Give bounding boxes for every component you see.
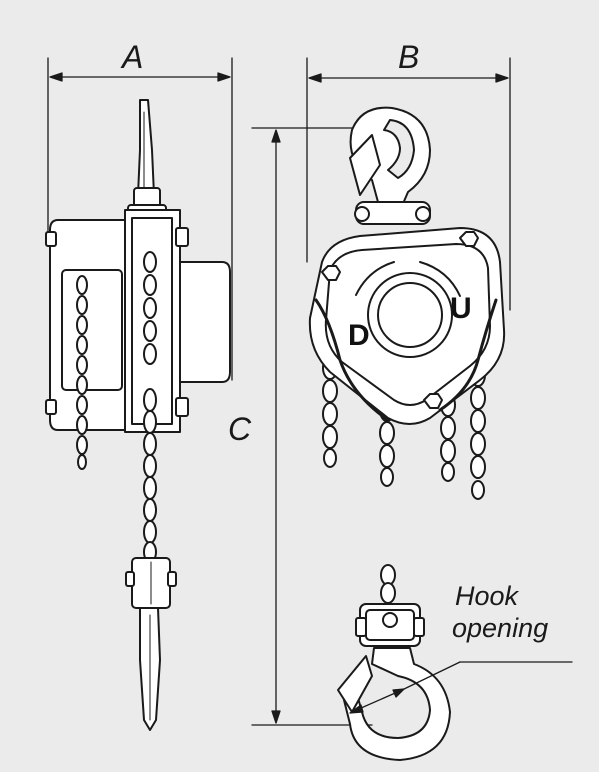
down-mark: D xyxy=(348,319,370,352)
side-load-chain xyxy=(143,388,157,563)
front-view-hoist: D U xyxy=(308,106,506,500)
side-center-chain xyxy=(143,251,157,365)
dimension-b xyxy=(306,57,511,311)
hook-opening-label-line1: Hook xyxy=(455,581,520,611)
up-mark: U xyxy=(450,292,472,325)
bottom-hook-assembly xyxy=(337,564,451,761)
dimension-c xyxy=(251,127,373,726)
dimension-c-label: C xyxy=(228,411,252,447)
hook-opening-label-line2: opening xyxy=(452,613,548,643)
dimension-a xyxy=(47,57,233,381)
side-left-chain xyxy=(76,275,88,470)
dimension-b-label: B xyxy=(398,39,419,75)
bottom-hook xyxy=(343,647,451,761)
dimension-a-label: A xyxy=(120,39,143,75)
hook-opening-callout xyxy=(349,661,573,714)
side-view-hoist xyxy=(45,99,231,731)
